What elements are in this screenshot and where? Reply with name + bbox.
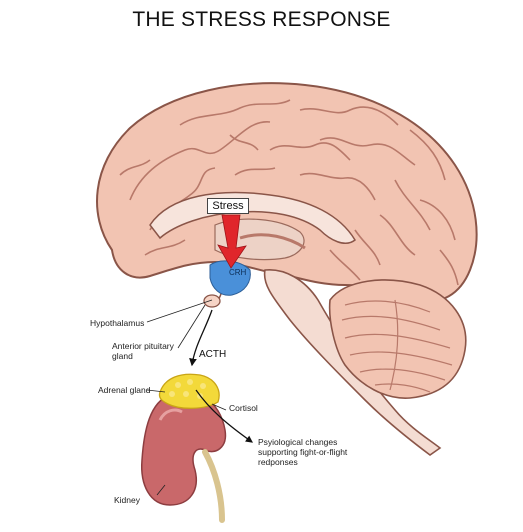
adrenal-gland-label: Adrenal gland: [98, 385, 151, 395]
acth-arrow: [189, 309, 213, 367]
stress-arrow: [217, 214, 247, 269]
acth-label: ACTH: [199, 349, 227, 360]
gyri: [119, 99, 459, 286]
kidney: [141, 391, 227, 506]
label-leaders: [146, 299, 227, 496]
pituitary-gland: [203, 294, 221, 308]
cerebrum: [96, 82, 478, 303]
cortisol-label: Cortisol: [229, 403, 258, 413]
crh-label: CRH: [229, 268, 247, 277]
anterior-pituitary-label: Anterior pituitary gland: [112, 341, 174, 361]
diagram-title: THE STRESS RESPONSE: [132, 8, 391, 31]
ureter: [202, 449, 225, 523]
cortisol-arrow: [195, 389, 253, 443]
kidney-highlight: [158, 408, 183, 421]
stress-label: Stress: [207, 198, 249, 214]
fornix: [239, 233, 306, 250]
physiological-changes-label: Psyiological changes supporting fight-or…: [258, 437, 348, 467]
adrenal-texture: [169, 379, 206, 399]
hypothalamus-label: Hypothalamus: [90, 318, 145, 328]
cerebellum-folia: [341, 299, 453, 393]
kidney-label: Kidney: [114, 495, 140, 505]
